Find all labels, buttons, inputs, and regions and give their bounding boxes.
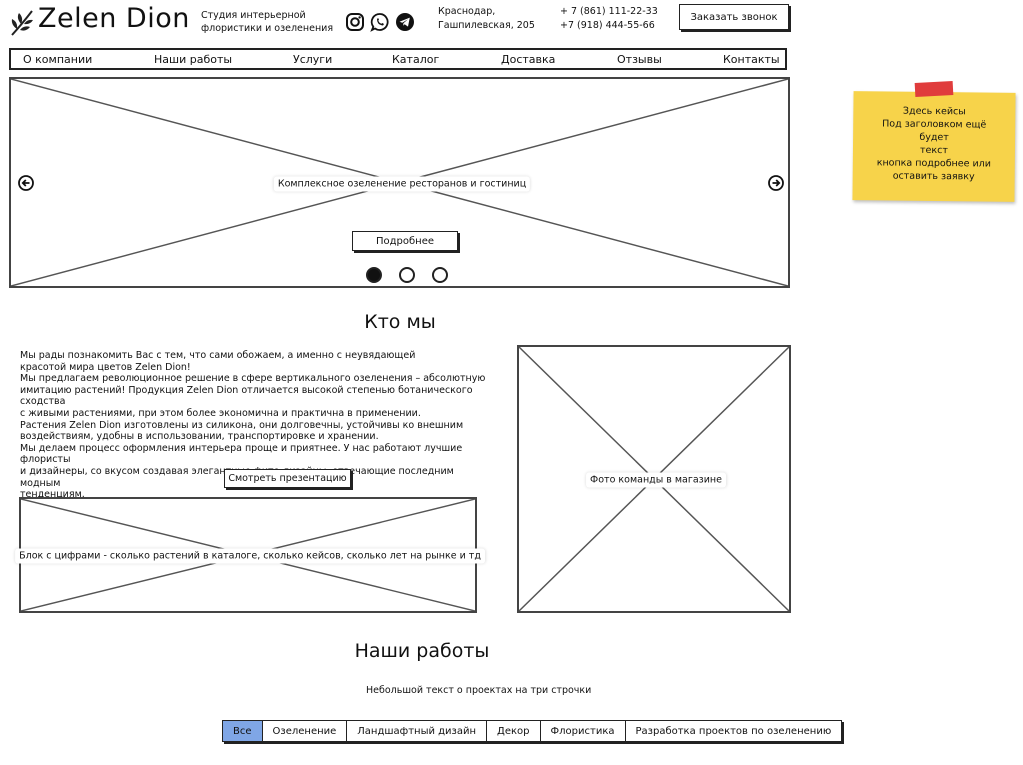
nav-item-services[interactable]: Услуги	[293, 53, 333, 66]
about-text-line: с живыми растениями, при этом более экон…	[20, 407, 421, 419]
leaf-icon	[8, 8, 36, 38]
hero-more-button[interactable]: Подробнее	[352, 231, 458, 251]
about-text-line: Растения Zelen Dion изготовлены из силик…	[20, 419, 464, 431]
team-photo-caption: Фото команды в магазине	[586, 472, 726, 488]
numbers-block: Блок с цифрами - сколько растений в ката…	[15, 497, 485, 613]
logo-text[interactable]: Zelen Dion	[38, 3, 190, 34]
about-text-line: красотой мира цветов Zelen Dion!	[20, 361, 191, 373]
nav-item-about[interactable]: О компании	[23, 53, 93, 66]
instagram-icon[interactable]	[345, 12, 365, 32]
whatsapp-icon[interactable]	[370, 12, 390, 32]
sticky-note-text: Здесь кейсы Под заголовком ещё будет тек…	[867, 104, 1002, 183]
tagline: Студия интерьерной флористики и озеленен…	[201, 9, 341, 35]
works-filter-tabs: Все Озеленение Ландшафтный дизайн Декор …	[222, 720, 843, 742]
slider-dot[interactable]	[399, 267, 415, 283]
about-text-line: Мы делаем процесс оформления интерьера п…	[20, 442, 463, 466]
tab-all[interactable]: Все	[223, 721, 262, 741]
nav-item-catalog[interactable]: Каталог	[392, 53, 440, 66]
about-text-line: Мы рады познакомить Вас с тем, что сами …	[20, 350, 416, 361]
sticky-note-tape	[914, 81, 954, 97]
sticky-note-line: Под заголовком ещё будет	[882, 118, 987, 144]
slider-dot[interactable]	[366, 267, 382, 283]
team-photo: Фото команды в магазине	[517, 345, 791, 613]
nav-item-reviews[interactable]: Отзывы	[617, 53, 662, 66]
about-heading: Кто мы	[364, 311, 436, 333]
about-text-line: Мы предлагаем революционное решение в сф…	[20, 373, 486, 385]
numbers-caption: Блок с цифрами - сколько растений в ката…	[15, 548, 485, 564]
tagline-line: флористики и озеленения	[201, 23, 334, 34]
hero-caption: Комплексное озеленение ресторанов и гост…	[273, 176, 531, 192]
presentation-button[interactable]: Смотреть презентацию	[224, 469, 351, 488]
about-text-line: имитацию растений! Продукция Zelen Dion …	[20, 384, 473, 408]
phone-link[interactable]: +7 (918) 444-55-66	[560, 20, 655, 31]
sticky-note-line: кнопка подробнее или	[876, 157, 991, 170]
telegram-icon[interactable]	[395, 12, 415, 32]
tab-landscape-design[interactable]: Ландшафтный дизайн	[346, 721, 487, 741]
address-line: Краснодар,	[438, 6, 496, 17]
address: Краснодар, Гашпилевская, 205	[438, 5, 553, 33]
sticky-note: Здесь кейсы Под заголовком ещё будет тек…	[852, 91, 1016, 202]
phone-link[interactable]: + 7 (861) 111-22-33	[560, 6, 658, 17]
tagline-line: Студия интерьерной	[201, 10, 306, 21]
about-text-line: воздействиям, удобны в использовании, тр…	[20, 431, 379, 443]
arrow-right-icon[interactable]	[768, 175, 784, 191]
phones: + 7 (861) 111-22-33 +7 (918) 444-55-66	[560, 5, 670, 33]
sticky-note-line: оставить заявку	[892, 170, 975, 183]
works-heading: Наши работы	[354, 640, 490, 662]
tab-project-development[interactable]: Разработка проектов по озеленению	[624, 721, 842, 741]
tab-greening[interactable]: Озеленение	[261, 721, 347, 741]
works-subtext: Небольшой текст о проектах на три строчк…	[366, 685, 592, 696]
nav-item-delivery[interactable]: Доставка	[501, 53, 556, 66]
hero-slider: Комплексное озеленение ресторанов и гост…	[9, 77, 790, 288]
about-text-line: тенденциям.	[20, 489, 85, 501]
arrow-left-icon[interactable]	[18, 175, 34, 191]
nav-item-contacts[interactable]: Контакты	[723, 53, 780, 66]
tab-decor[interactable]: Декор	[486, 721, 540, 741]
address-line: Гашпилевская, 205	[438, 20, 535, 31]
slider-dot[interactable]	[432, 267, 448, 283]
main-nav: О компании Наши работы Услуги Каталог До…	[9, 48, 787, 70]
nav-item-works[interactable]: Наши работы	[154, 53, 233, 66]
tab-floristry[interactable]: Флористика	[539, 721, 625, 741]
callback-button[interactable]: Заказать звонок	[679, 4, 789, 30]
